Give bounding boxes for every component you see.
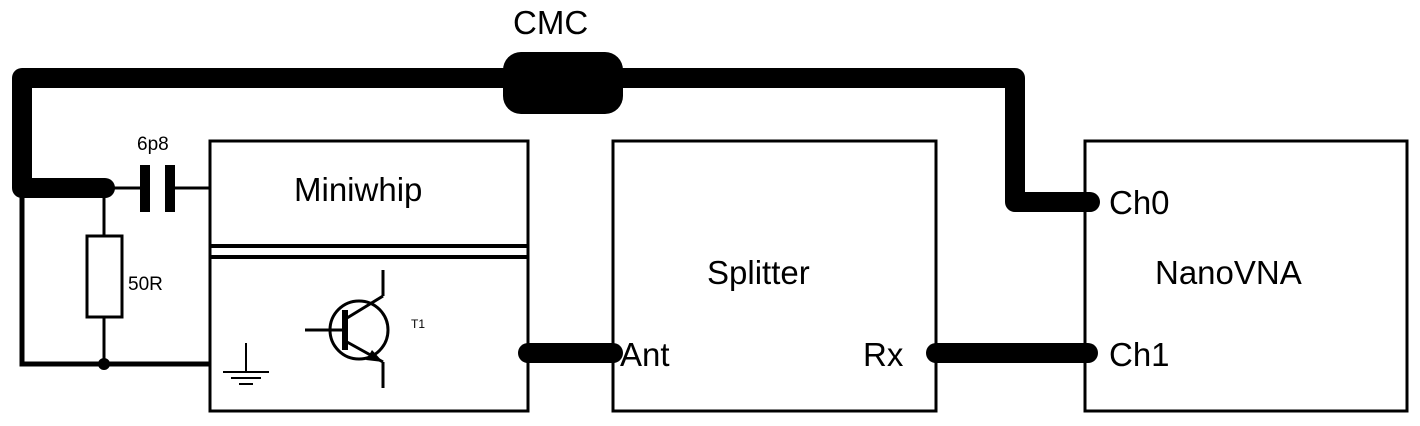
resistor-label: 50R [128,274,163,295]
ground-wire [19,188,210,367]
splitter-box [611,139,938,413]
resistor-body [85,234,124,319]
nanovna-port-ch1: Ch1 [1109,336,1170,373]
splitter-title: Splitter [707,254,810,291]
nanovna-box [1083,139,1409,413]
cmc-choke [503,52,623,114]
transistor-label: T1 [411,317,426,331]
nanovna-title: NanoVNA [1155,254,1302,291]
cmc-label: CMC [513,4,589,41]
nanovna-port-ch0: Ch0 [1109,184,1170,221]
splitter-port-rx: Rx [863,336,904,373]
transistor-symbol [305,270,390,388]
miniwhip-box [208,139,530,413]
junction-dot [98,358,110,370]
ground-symbol [223,343,269,385]
miniwhip-title: Miniwhip [294,171,423,208]
splitter-port-ant: Ant [620,336,670,373]
capacitor-label: 6p8 [137,134,169,155]
